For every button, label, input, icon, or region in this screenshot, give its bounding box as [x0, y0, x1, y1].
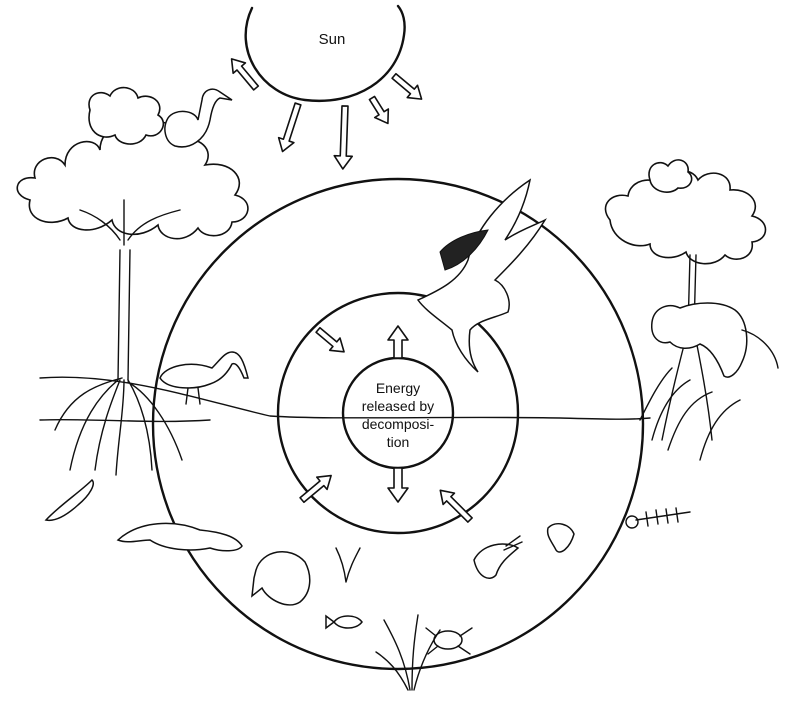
- seaweed-icon: [336, 548, 360, 582]
- sun-ray-arrow: [334, 106, 354, 170]
- mangrove-tree-right-icon: [605, 160, 765, 440]
- mangrove-roots-right-icon: [640, 368, 740, 460]
- monkey-icon: [652, 303, 778, 377]
- center-label-line-4: tion: [387, 434, 410, 450]
- ibis-icon: [160, 352, 248, 404]
- sun-ray-arrow: [365, 94, 394, 128]
- mangrove-tree-icon: [17, 88, 248, 475]
- sun-ray-arrow: [389, 70, 427, 105]
- shrimp-icon: [474, 536, 522, 578]
- heron-icon: [165, 89, 232, 147]
- sun-ray-arrow: [225, 54, 262, 93]
- center-label-line-2: released by: [362, 398, 434, 414]
- mudbank-line: [40, 420, 210, 422]
- otter-icon: [118, 523, 242, 550]
- fish-skeleton-icon: [626, 508, 690, 528]
- sun-icon: [246, 6, 405, 101]
- center-label-line-1: Energy: [376, 380, 420, 396]
- sun-ray-arrow: [275, 102, 306, 154]
- small-crustacean-icon: [548, 524, 574, 552]
- eagle-icon: [418, 180, 545, 372]
- fish-icon: [252, 552, 310, 605]
- small-fish-icon: [326, 616, 362, 628]
- energy-up-arrow: [388, 326, 408, 358]
- crocodile-icon: [46, 480, 93, 520]
- sun-label: Sun: [319, 31, 346, 48]
- inward-arrow-top-left: [313, 324, 349, 358]
- energy-down-arrow: [388, 468, 408, 502]
